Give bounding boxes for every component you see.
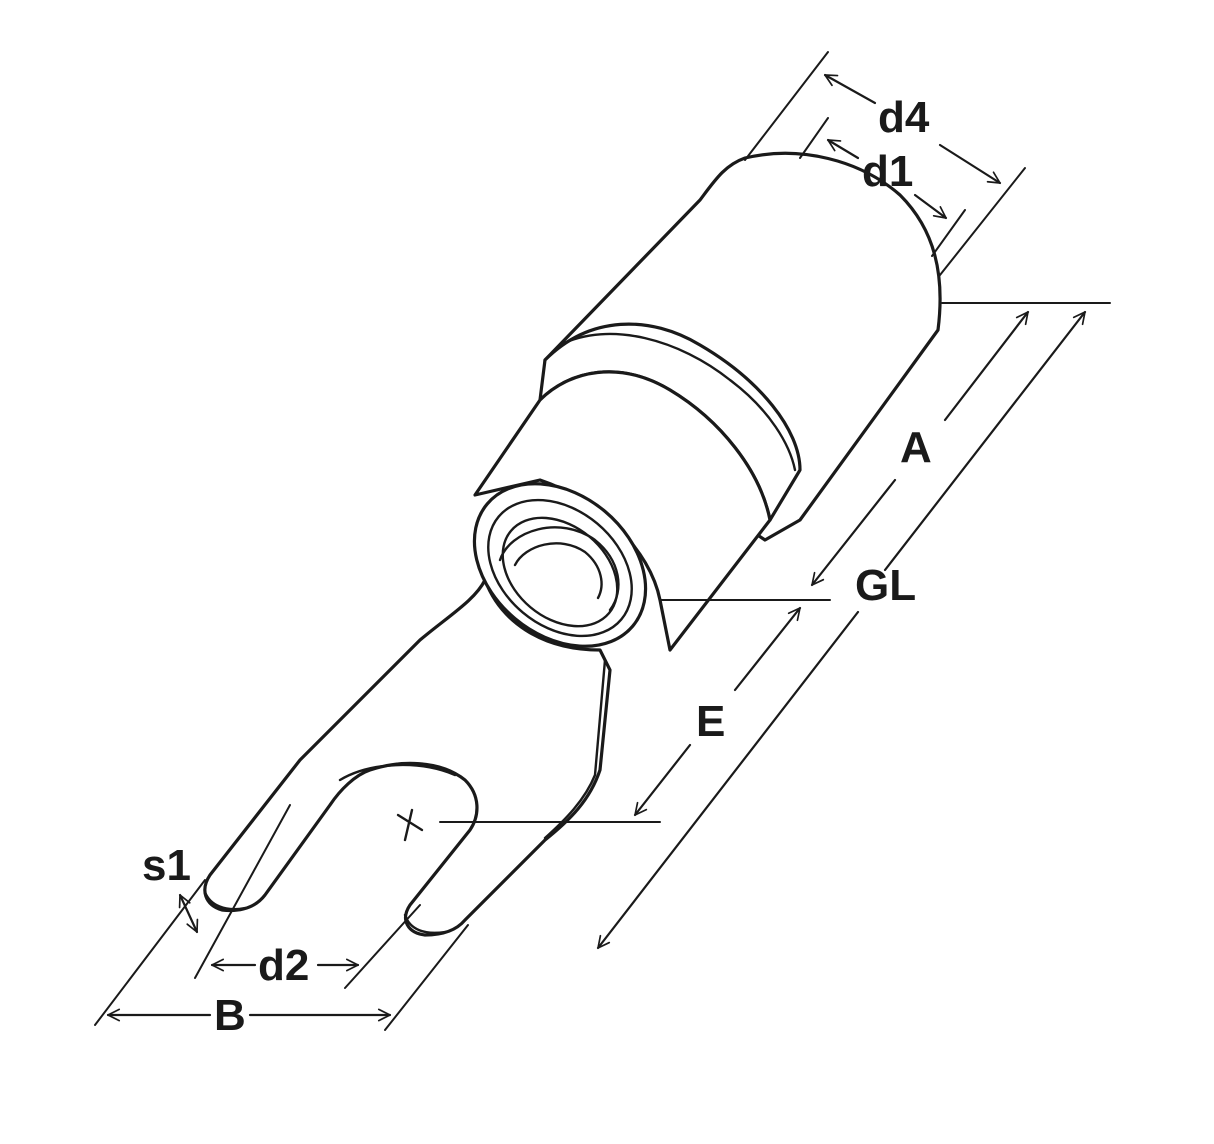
B-ext-line-right [384, 924, 469, 1031]
dimension-B: B [94, 879, 469, 1040]
s1-label: s1 [142, 841, 191, 890]
d1-ext-line-left [799, 117, 829, 159]
E-arrow-top [733, 606, 802, 692]
dimension-GL: GL [596, 310, 1087, 950]
fork-tongue [203, 578, 612, 937]
A-arrow-bottom [810, 478, 897, 587]
hole-center-mark [396, 808, 424, 842]
d4-ext-line-left [744, 51, 829, 161]
E-label: E [696, 697, 725, 746]
d4-arrow-left [823, 73, 877, 105]
d2-ext-line-right [344, 904, 421, 989]
A-label: A [900, 423, 932, 472]
spade-terminal [203, 151, 942, 937]
d4-label: d4 [878, 93, 930, 142]
B-label: B [214, 991, 246, 1040]
d2-label: d2 [258, 941, 309, 990]
collar-edge [558, 332, 797, 472]
s1-arrow [178, 893, 199, 934]
A-arrow-top [943, 310, 1030, 422]
fork-slot-edge [338, 763, 457, 782]
tongue-right-edge [543, 658, 607, 840]
d1-ext-line-right [931, 209, 966, 257]
d4-ext-line-right [939, 167, 1026, 276]
d1-arrow-left [826, 138, 860, 160]
dimension-d2: d2 [194, 804, 421, 990]
d4-arrow-right [938, 143, 1002, 185]
dimension-E: E [439, 606, 802, 823]
GL-arrow-top [883, 310, 1087, 572]
barrel-mouth-ring [487, 498, 633, 638]
d2-ext-line-left [194, 804, 291, 979]
barrel-bore-ring-2 [513, 542, 603, 600]
barrel-bore-ring-1 [498, 526, 620, 612]
dimension-d4: d4 [744, 51, 1026, 276]
dimension-s1: s1 [142, 841, 199, 934]
B-ext-line-left [94, 879, 206, 1026]
dimension-A: A [659, 302, 1111, 601]
fork-edge-left [203, 890, 247, 911]
E-arrow-bottom [633, 743, 692, 817]
GL-label: GL [855, 561, 916, 610]
GL-arrow-bottom [596, 610, 860, 950]
d1-label: d1 [862, 147, 913, 196]
dimension-d1: d1 [799, 117, 966, 257]
d1-arrow-right [913, 193, 948, 220]
